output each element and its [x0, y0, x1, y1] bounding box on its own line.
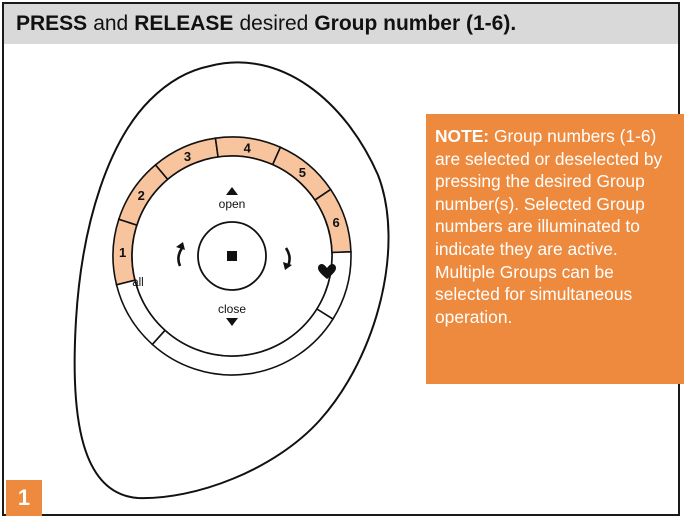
down-arrow-icon	[226, 318, 238, 326]
header-release: RELEASE	[134, 12, 234, 35]
up-arrow-icon	[226, 187, 238, 195]
open-label[interactable]: open	[219, 197, 246, 211]
stop-icon	[227, 251, 237, 261]
note-text: Group numbers (1-6) are selected or dese…	[435, 126, 663, 327]
group-button-label: 5	[299, 165, 306, 180]
note-label: NOTE:	[435, 126, 490, 146]
heart-icon	[318, 263, 336, 279]
group-button-label: 4	[244, 141, 252, 156]
all-button-label[interactable]: all	[132, 277, 144, 289]
header-desired: desired	[239, 12, 309, 35]
tilt-left-arrowhead	[176, 242, 185, 250]
tilt-right-arrowhead	[283, 262, 292, 270]
instruction-header: PRESS and RELEASE desired Group number (…	[4, 4, 678, 44]
step-number-badge: 1	[6, 480, 42, 516]
group-button-label: 6	[333, 215, 340, 230]
group-button-label: 1	[119, 245, 126, 260]
tilt-left-icon[interactable]	[177, 247, 184, 267]
note-box: NOTE: Group numbers (1-6) are selected o…	[426, 114, 684, 384]
header-and: and	[93, 12, 129, 35]
header-group-number: Group number (1-6).	[314, 12, 517, 35]
group-button-label: 2	[138, 188, 145, 203]
header-press: PRESS	[16, 12, 88, 35]
close-label[interactable]: close	[218, 302, 246, 316]
group-button-label: 3	[184, 149, 191, 164]
